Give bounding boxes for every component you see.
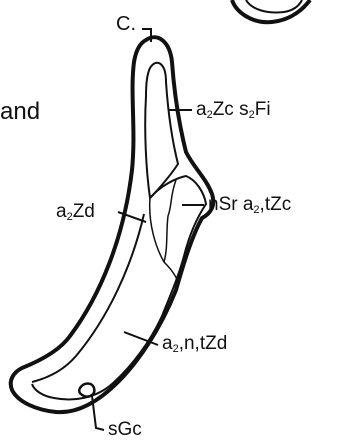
label-bottom: sGc — [108, 420, 142, 439]
bone-outer-outline — [11, 37, 214, 412]
label-middle-left-part2: Zd — [73, 201, 95, 222]
label-middle-right: nSr a2,tZc — [208, 195, 291, 214]
label-upper-right-part1: a — [196, 99, 207, 120]
bone-inner-mid-chamber — [164, 180, 176, 262]
label-middle-left: a2Zd — [56, 202, 95, 221]
label-lower-right-part1: a — [162, 333, 173, 354]
bone-inner-mid-chamber-2 — [150, 198, 178, 282]
label-upper-right-part2: Zc s — [213, 99, 249, 120]
label-lower-right: a2,n,tZd — [162, 334, 227, 353]
sgc-blob — [79, 384, 94, 397]
label-middle-right-part1: nSr a — [208, 194, 253, 215]
label-upper-right: a2Zc s2Fi — [196, 100, 271, 119]
label-middle-left-part1: a — [56, 201, 67, 222]
label-middle-right-part2: ,tZc — [260, 194, 292, 215]
top-right-fragment-outline — [232, 0, 310, 22]
top-right-fragment-inner — [246, 0, 302, 13]
label-upper-right-part3: Fi — [255, 99, 271, 120]
label-lower-right-part2: ,n,tZd — [179, 333, 228, 354]
panel-letter: C. — [116, 14, 136, 34]
fragment-text: and — [0, 100, 40, 124]
